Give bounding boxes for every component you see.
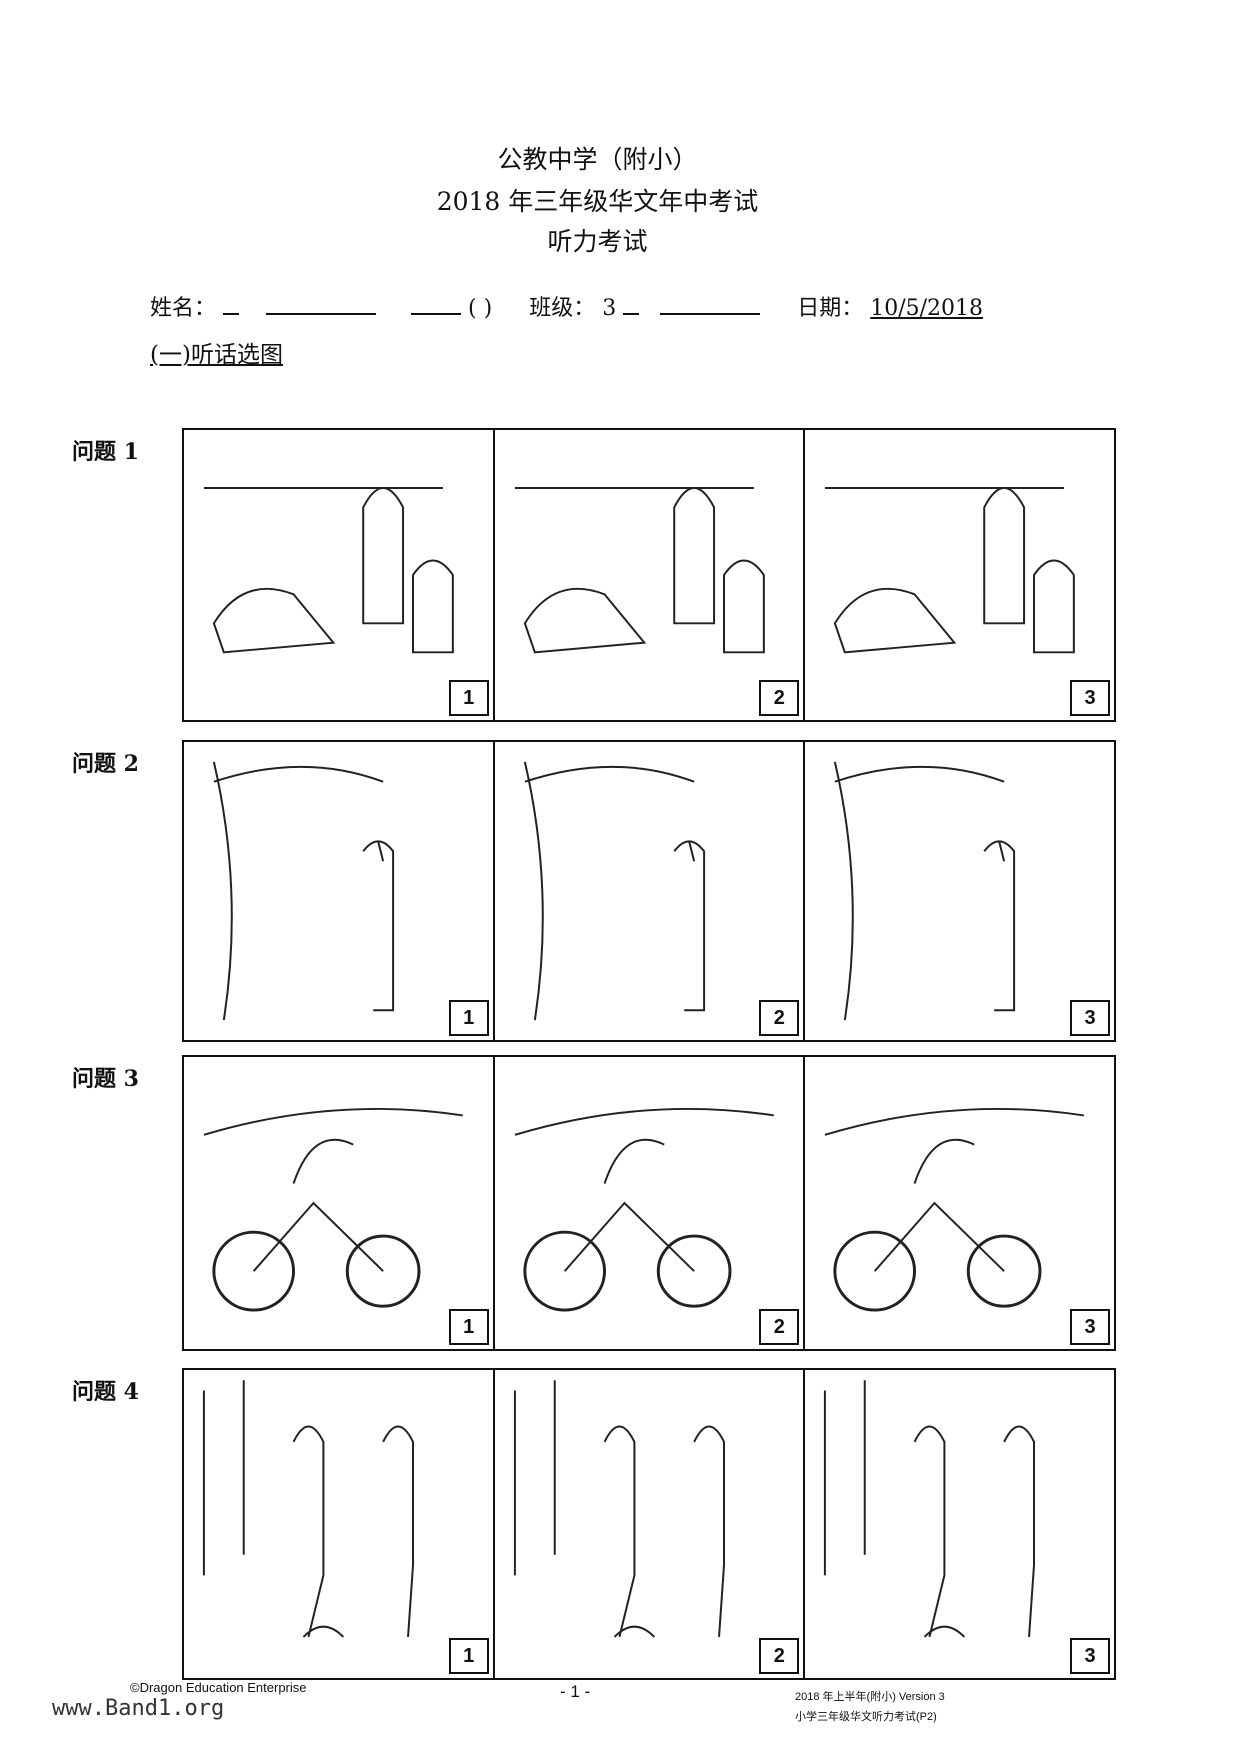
picture-option[interactable]: 2: [495, 742, 806, 1040]
picture-option[interactable]: 2: [495, 430, 806, 720]
class-field[interactable]: [623, 295, 640, 315]
index-field[interactable]: [411, 295, 462, 315]
illustration: [514, 1107, 774, 1312]
illustration: [825, 487, 1076, 654]
picture-option[interactable]: 1: [184, 742, 495, 1040]
page-number: - 1 -: [560, 1682, 591, 1701]
picture-option[interactable]: 3: [805, 1057, 1114, 1349]
option-number: 3: [1070, 1309, 1111, 1345]
option-number: 2: [759, 1000, 800, 1036]
copyright: ©Dragon Education Enterprise: [130, 1680, 307, 1695]
date-value: 10/5/2018: [870, 296, 984, 321]
picture-option[interactable]: 1: [184, 1057, 495, 1349]
question-label: 问题 2: [72, 751, 139, 777]
option-number: 1: [448, 1000, 489, 1036]
option-number: 1: [448, 1309, 489, 1345]
date-label: 日期：: [797, 296, 864, 321]
index-paren: ( ): [468, 296, 493, 321]
watermark: www.Band1.org: [52, 1696, 225, 1721]
class-field-2[interactable]: [660, 295, 761, 315]
footer-line-2: 小学三年级华文听力考试(P2): [795, 1711, 937, 1723]
option-number: 2: [759, 680, 800, 716]
option-number: 3: [1070, 1638, 1111, 1674]
option-number: 1: [448, 680, 489, 716]
option-number: 2: [759, 1638, 800, 1674]
picture-option[interactable]: 3: [805, 430, 1114, 720]
option-number: 1: [448, 1638, 489, 1674]
illustration: [834, 761, 1016, 1021]
class-label: 班级：: [529, 296, 596, 321]
question-label: 问题 3: [72, 1066, 139, 1092]
question-4-pictures: 1 2 3: [182, 1368, 1116, 1680]
section-title: (一)听话选图: [150, 342, 283, 368]
option-number: 3: [1070, 1000, 1111, 1036]
question-label: 问题 1: [72, 439, 139, 465]
question-1-pictures: 1 2 3: [182, 428, 1116, 722]
school-title: 公教中学（附小）: [497, 145, 698, 174]
illustration: [824, 1380, 1036, 1638]
option-number: 3: [1070, 680, 1111, 716]
picture-option[interactable]: 3: [805, 1370, 1114, 1678]
student-info-row: 姓名： ( ) 班级： 3 日期： 10/5/2018: [150, 290, 983, 322]
illustration: [203, 487, 454, 654]
paper-title: 听力考试: [547, 227, 648, 256]
illustration: [212, 761, 395, 1021]
exam-title: 2018 年三年级华文年中考试: [436, 187, 759, 216]
question-label: 问题 4: [72, 1379, 139, 1405]
illustration: [202, 1380, 415, 1638]
illustration: [203, 1107, 463, 1312]
name-field-2[interactable]: [266, 295, 377, 315]
illustration: [824, 1107, 1085, 1312]
illustration: [514, 487, 765, 654]
name-label: 姓名：: [150, 296, 217, 321]
footer-line-1: 2018 年上半年(附小) Version 3: [795, 1691, 945, 1703]
option-number: 2: [759, 1309, 800, 1345]
illustration: [523, 761, 705, 1021]
picture-option[interactable]: 3: [805, 742, 1114, 1040]
question-3-pictures: 1 2 3: [182, 1055, 1116, 1351]
picture-option[interactable]: 2: [495, 1057, 806, 1349]
class-value: 3: [602, 296, 617, 321]
picture-option[interactable]: 1: [184, 1370, 495, 1678]
picture-option[interactable]: 2: [495, 1370, 806, 1678]
question-2-pictures: 1 2 3: [182, 740, 1116, 1042]
picture-option[interactable]: 1: [184, 430, 495, 720]
illustration: [513, 1380, 725, 1638]
name-field[interactable]: [223, 295, 240, 315]
